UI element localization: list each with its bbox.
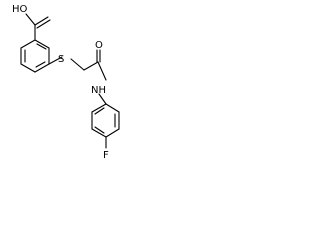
molecule-drawing: HO S O NH F <box>12 4 120 161</box>
amide-group <box>96 49 107 105</box>
structure-diagram: HO S O NH F <box>0 0 145 164</box>
ring1-double-bond <box>35 61 46 68</box>
ring2-double-bond <box>94 126 105 134</box>
carbonyl-to-nitrogen-bond <box>97 61 107 81</box>
ring-to-sulfur-bond <box>48 56 63 65</box>
fluorine-label: F <box>103 150 109 161</box>
ring1-bond <box>20 63 36 73</box>
ring2-bond <box>91 103 107 113</box>
ring1-bond <box>34 63 50 73</box>
sulfur-label: S <box>58 54 64 65</box>
carboxyl-double-bond <box>34 16 49 26</box>
ring1-double-bond <box>36 43 47 50</box>
fluorophenyl-ring <box>91 103 120 149</box>
carboxyl-oh-bond <box>25 13 36 26</box>
amide-nitrogen-label: NH <box>91 85 106 96</box>
ring2-bond <box>105 128 120 138</box>
carbonyl-oxygen-label: O <box>95 40 103 51</box>
ring1-bond <box>34 39 50 49</box>
thioether-linker <box>48 56 99 71</box>
ring1-bond <box>20 39 36 49</box>
hydroxyl-label: HO <box>12 4 28 15</box>
sulfur-to-ch2-bond <box>70 58 85 71</box>
ring2-bond <box>105 103 120 113</box>
ring2-double-bond <box>94 107 105 115</box>
nitrogen-to-ring-bond <box>98 93 107 105</box>
ring2-bond <box>91 128 107 138</box>
ch2-to-carbonyl-bond <box>83 61 99 71</box>
carboxyl-group <box>25 13 51 41</box>
benzoic-ring <box>20 39 50 73</box>
carboxyl-double-bond <box>36 19 51 29</box>
